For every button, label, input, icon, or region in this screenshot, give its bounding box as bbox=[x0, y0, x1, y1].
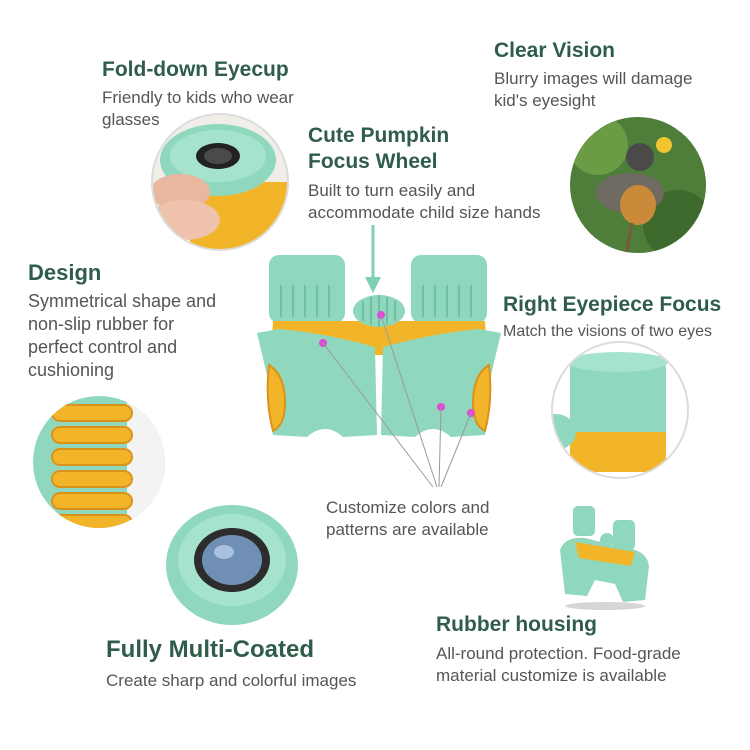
housing-desc-line-2: material customize is available bbox=[436, 666, 667, 685]
customize-line-1: Customize colors and bbox=[326, 498, 490, 517]
eyecup-desc-line-1: Friendly to kids who wear bbox=[102, 88, 294, 107]
eyepiece-title: Right Eyepiece Focus bbox=[503, 293, 722, 316]
main-binocular-illustration bbox=[257, 225, 501, 488]
eyepiece-desc: Match the visions of two eyes bbox=[503, 323, 712, 340]
design-desc-line-4: cushioning bbox=[28, 360, 115, 380]
design-title: Design bbox=[28, 260, 102, 285]
pumpkin-desc-line-2: accommodate child size hands bbox=[308, 203, 541, 222]
eyecup-desc-line-2: glasses bbox=[102, 110, 160, 129]
vision-desc-line-1: Blurry images will damage bbox=[494, 69, 693, 88]
vision-desc-line-2: kid's eyesight bbox=[494, 91, 596, 110]
pumpkin-desc-line-1: Built to turn easily and bbox=[308, 181, 476, 200]
eyecup-title: Fold-down Eyecup bbox=[102, 58, 289, 81]
coated-title: Fully Multi-Coated bbox=[106, 636, 314, 663]
design-desc-line-2: non-slip rubber for bbox=[28, 314, 175, 334]
small-binocular-illustration bbox=[560, 506, 649, 610]
coated-desc: Create sharp and colorful images bbox=[106, 671, 357, 690]
housing-desc-line-1: All-round protection. Food-grade bbox=[436, 644, 681, 663]
customize-note: Customize colors and patterns are availa… bbox=[326, 497, 489, 541]
customize-line-2: patterns are available bbox=[326, 520, 489, 539]
design-desc-line-3: perfect control and bbox=[28, 337, 178, 357]
pumpkin-title: Cute Pumpkin Focus Wheel bbox=[308, 123, 449, 175]
lens-closeup-illustration bbox=[166, 505, 298, 625]
grip-closeup-illustration bbox=[33, 396, 165, 528]
pumpkin-desc: Built to turn easily and accommodate chi… bbox=[308, 180, 540, 224]
vision-desc: Blurry images will damage kid's eyesight bbox=[494, 68, 692, 112]
eyecup-closeup-illustration bbox=[151, 113, 289, 251]
eyecup-desc: Friendly to kids who wear glasses bbox=[102, 87, 294, 131]
eyepiece-closeup-illustration bbox=[551, 341, 689, 479]
pumpkin-title-line-1: Cute Pumpkin bbox=[308, 124, 450, 147]
housing-desc: All-round protection. Food-grade materia… bbox=[436, 643, 681, 687]
housing-title: Rubber housing bbox=[436, 613, 597, 636]
design-desc: Symmetrical shape and non-slip rubber fo… bbox=[28, 290, 216, 382]
pumpkin-title-line-2: Focus Wheel bbox=[308, 150, 438, 173]
bird-photo-illustration bbox=[570, 117, 706, 253]
vision-title: Clear Vision bbox=[494, 39, 615, 62]
design-desc-line-1: Symmetrical shape and bbox=[28, 291, 217, 311]
